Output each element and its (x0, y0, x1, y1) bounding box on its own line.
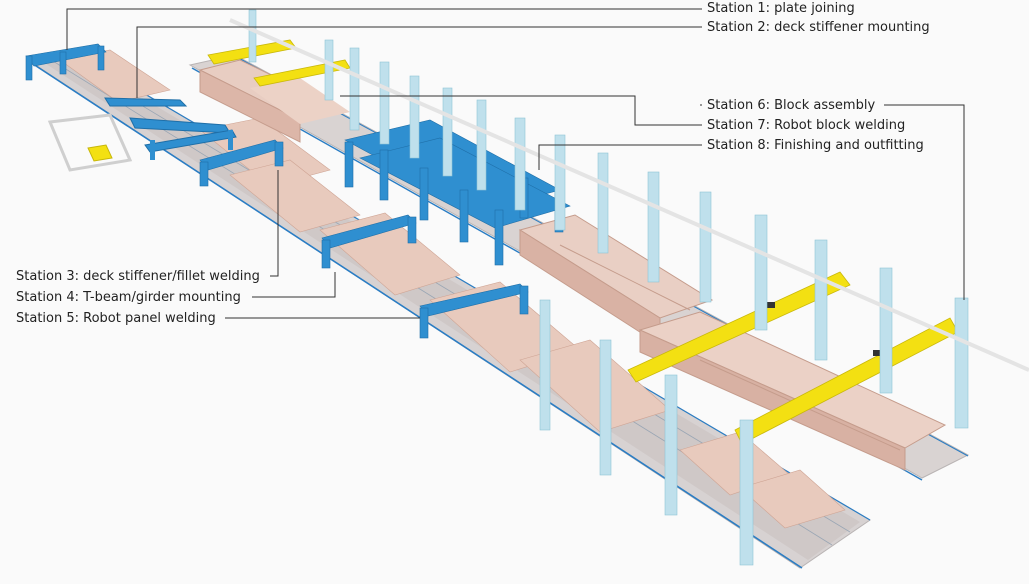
station4-gantry (321, 214, 417, 269)
station4-label: Station 4: T-beam/girder mounting (16, 290, 241, 305)
station5-label: Station 5: Robot panel welding (16, 311, 216, 326)
station1-gantry (25, 43, 107, 81)
station8-label: Station 8: Finishing and outfitting (707, 138, 924, 153)
hall-columns (248, 9, 969, 566)
station3-label: Station 3: deck stiffener/fillet welding (16, 269, 260, 284)
station6-label: Station 6: Block assembly (707, 98, 876, 113)
station3-gantry (199, 139, 284, 187)
leader-lines (66, 8, 965, 319)
station2-label: Station 2: deck stiffener mounting (707, 20, 930, 35)
station7-label: Station 7: Robot block welding (707, 118, 906, 133)
station5-gantry (419, 283, 529, 339)
station1-label: Station 1: plate joining (707, 1, 855, 16)
station2-gantry (47, 97, 237, 172)
overhead-rail (229, 18, 1029, 372)
